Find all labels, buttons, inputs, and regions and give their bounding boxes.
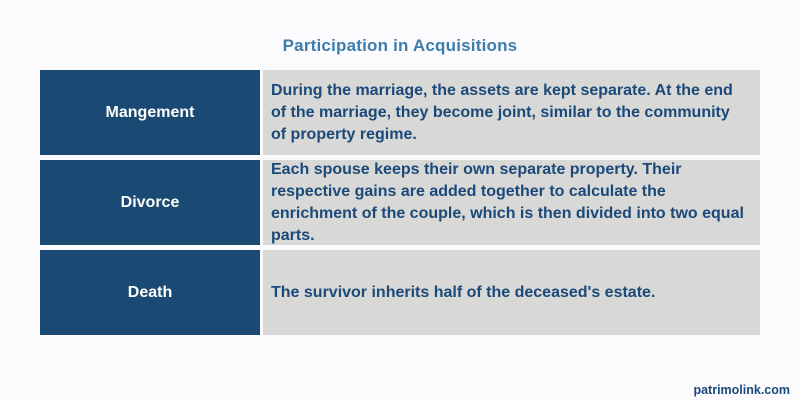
row-description-divorce: Each spouse keeps their own separate pro… [263,160,760,245]
row-label-death: Death [40,250,260,335]
row-label-management: Mangement [40,70,260,155]
row-label-divorce: Divorce [40,160,260,245]
row-description-death: The survivor inherits half of the deceas… [263,250,760,335]
table-row: Mangement During the marriage, the asset… [40,70,760,155]
page-title: Participation in Acquisitions [282,36,518,55]
regime-table: Mangement During the marriage, the asset… [40,70,760,335]
table-row: Divorce Each spouse keeps their own sepa… [40,160,760,245]
table-row: Death The survivor inherits half of the … [40,250,760,335]
row-description-management: During the marriage, the assets are kept… [263,70,760,155]
website-credit: patrimolink.com [693,383,790,397]
